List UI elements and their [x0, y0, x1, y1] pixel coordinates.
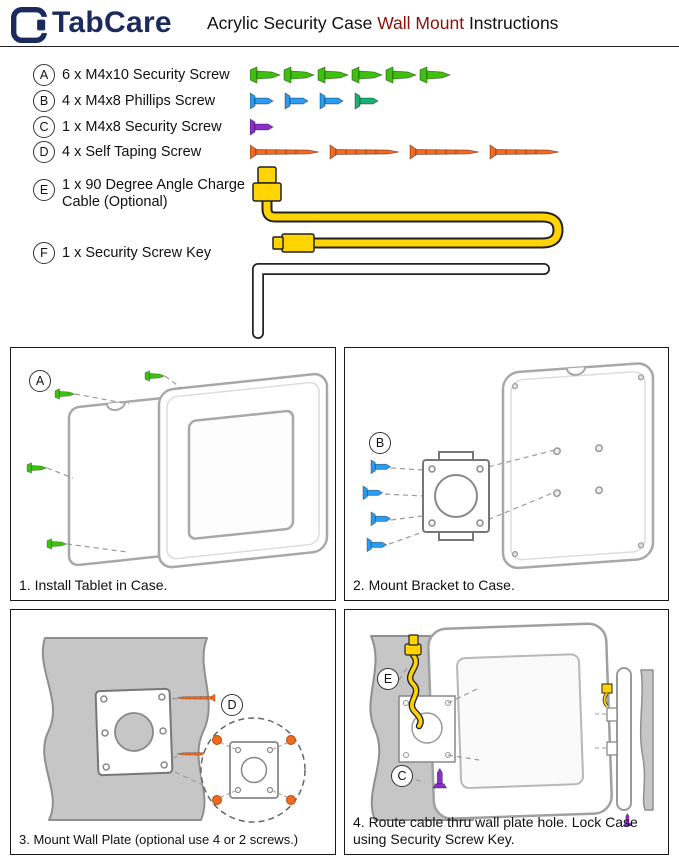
- step-caption-2: 2. Mount Bracket to Case.: [353, 577, 515, 593]
- step-letter-badge-a: A: [29, 370, 51, 392]
- wall-plate-screw-holes: [100, 693, 168, 771]
- wall-plate-detail-inset: [200, 717, 306, 823]
- bracket-center-hole: [434, 474, 478, 518]
- part-letter-badge-c: C: [33, 116, 55, 138]
- inset-screw-heads: [212, 735, 296, 805]
- routed-charge-cable: [404, 634, 424, 730]
- assembly-guide-lines: [46, 375, 182, 553]
- step-panel-1: A 1. Install Tablet in Case.: [10, 347, 336, 601]
- part-label-d: 4 x Self Taping Screw: [62, 144, 202, 160]
- green-security-screw-icon: [317, 66, 349, 84]
- step-panel-2: B: [344, 347, 669, 601]
- step-caption-4: 4. Route cable thru wall plate hole. Loc…: [353, 814, 638, 847]
- green-security-screw-icon: [351, 66, 383, 84]
- step-letter-badge-e: E: [377, 668, 399, 690]
- bracket-screw-holes: [428, 465, 484, 527]
- step-panel-4: E C: [344, 609, 669, 855]
- part-label-b: 4 x M4x8 Phillips Screw: [62, 93, 216, 109]
- part-letter-badge-a: A: [33, 64, 55, 86]
- assembly-guide-lines: [398, 667, 480, 783]
- step-panel-3: D: [10, 609, 336, 855]
- title-highlight: Wall Mount: [377, 13, 465, 33]
- cable-plug-top: [257, 166, 277, 184]
- install-tablet-diagram: [26, 370, 329, 569]
- case-mount-holes: [553, 444, 603, 498]
- green-security-screws-row: [250, 66, 451, 84]
- green-security-screw-icon: [385, 66, 417, 84]
- cable-side-connector: [601, 683, 613, 694]
- case-window-opening: [456, 653, 584, 789]
- case-side-profile: [616, 667, 632, 811]
- green-security-screw-icon: [46, 538, 67, 550]
- page-title: Acrylic Security Case Wall Mount Instruc…: [207, 13, 559, 33]
- wall-bracket: [398, 695, 456, 763]
- cable-plug-end: [281, 233, 315, 253]
- blue-phillips-screw-icon: [370, 511, 391, 526]
- case-window-opening: [187, 409, 295, 540]
- part-label-e: 1 x 90 Degree Angle Charge Cable (Option…: [62, 177, 245, 210]
- orange-self-tapping-screw-icon: [329, 144, 400, 160]
- part-letter-badge-d: D: [33, 141, 55, 163]
- green-security-screw-icon: [250, 66, 281, 84]
- wall-side-strip: [639, 669, 654, 811]
- part-label-c: 1 x M4x8 Security Screw: [62, 119, 222, 135]
- green-security-screw-icon: [283, 66, 315, 84]
- part-letter-badge-e: E: [33, 179, 55, 201]
- purple-security-screw-row: [250, 118, 274, 136]
- orange-self-tapping-screws-row: [250, 144, 560, 160]
- orange-self-tapping-screw-icon: [489, 144, 560, 160]
- orange-self-tapping-screw-icon: [250, 144, 320, 160]
- green-security-screw-icon: [54, 388, 75, 400]
- green-security-screw-icon: [26, 462, 47, 474]
- case-exploded-view: [67, 372, 329, 569]
- yellow-charge-cable-icon: [252, 166, 564, 253]
- assembly-guide-lines: [384, 449, 556, 545]
- step-caption-1: 1. Install Tablet in Case.: [19, 577, 168, 593]
- blue-phillips-screw-icon: [319, 92, 344, 110]
- mount-bracket-diagram: [362, 362, 655, 570]
- step-letter-badge-c: C: [391, 765, 413, 787]
- header-divider: [0, 46, 679, 47]
- green-security-screw-icon: [419, 66, 451, 84]
- wall-plate-cable-hole: [114, 712, 154, 752]
- blue-phillips-screw-icon: [366, 537, 387, 552]
- wall-plate: [94, 687, 174, 777]
- blue-phillips-screw-icon: [370, 459, 391, 474]
- side-profile-view: [595, 667, 654, 827]
- case-front-view: [427, 622, 613, 820]
- case-corner-screws: [511, 374, 645, 558]
- orange-self-tapping-screw-icon: [409, 144, 480, 160]
- tabcare-logo-icon: [11, 7, 47, 43]
- green-phillips-screw-icon: [354, 92, 379, 110]
- mount-wall-plate-diagram: [41, 637, 306, 823]
- blue-phillips-screws-row: [250, 92, 379, 110]
- part-label-f: 1 x Security Screw Key: [62, 245, 212, 261]
- step-letter-badge-d: D: [221, 694, 243, 716]
- green-security-screw-icon: [144, 370, 165, 382]
- vesa-bracket: [422, 451, 490, 541]
- part-letter-badge-b: B: [33, 90, 55, 112]
- blue-phillips-screw-icon: [250, 92, 274, 110]
- step-letter-badge-b: B: [369, 432, 391, 454]
- blue-phillips-screw-icon: [362, 485, 383, 500]
- brand-name: TabCare: [52, 6, 172, 39]
- case-back-view: [501, 362, 655, 570]
- part-letter-badge-f: F: [33, 242, 55, 264]
- purple-security-screw-icon: [250, 118, 274, 136]
- part-label-a: 6 x M4x10 Security Screw: [62, 67, 230, 83]
- assembly-guide-lines: [168, 697, 206, 787]
- blue-phillips-screw-icon: [284, 92, 309, 110]
- allen-key-icon: [252, 263, 550, 339]
- step-caption-3: 3. Mount Wall Plate (optional use 4 or 2…: [19, 832, 299, 847]
- flying-phillips-screws: [362, 459, 391, 552]
